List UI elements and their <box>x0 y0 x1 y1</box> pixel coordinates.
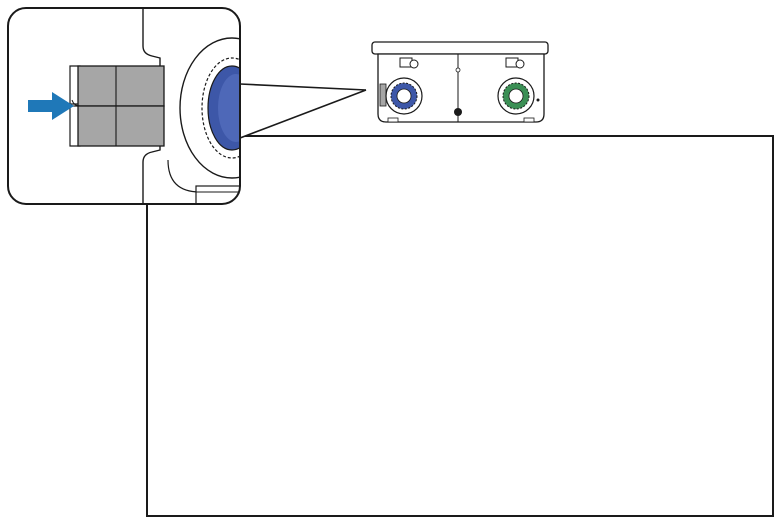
blue-reel-icon-small <box>385 77 423 115</box>
callout-line-bottom <box>239 89 367 139</box>
blue-reel-icon <box>179 37 240 179</box>
arrow-right-icon <box>28 92 74 120</box>
zoom-inset <box>7 7 241 205</box>
green-reel-icon-small <box>497 77 535 115</box>
gray-tab <box>69 65 165 147</box>
callout-line-top <box>239 83 367 91</box>
cassette-overview <box>371 41 549 123</box>
callout-wedge <box>240 84 366 138</box>
empty-frame <box>146 135 774 517</box>
